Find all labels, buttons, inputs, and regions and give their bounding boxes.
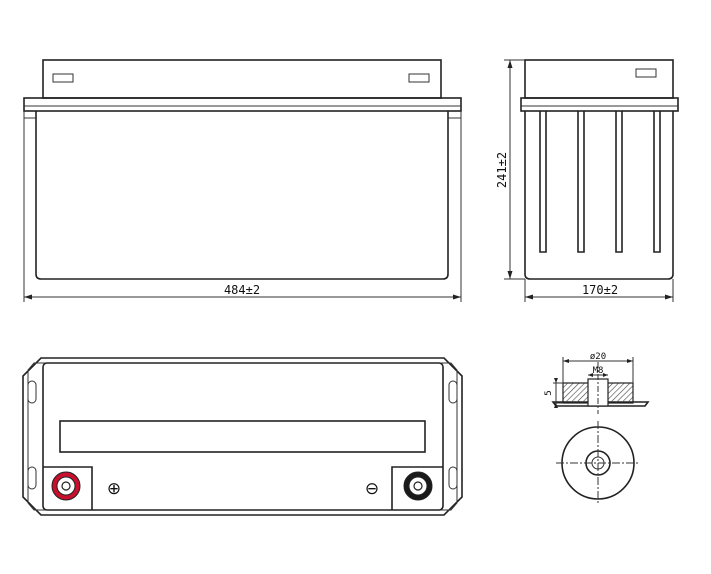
length-label: 484±2 — [224, 283, 260, 297]
positive-terminal — [51, 471, 81, 501]
positive-symbol: ⊕ — [107, 479, 121, 499]
terminal-section-detail: ø20 M8 5 — [544, 352, 650, 414]
negative-terminal — [403, 471, 433, 501]
terminal-thread-label: M8 — [593, 366, 604, 376]
top-view — [22, 357, 463, 516]
width-label: 170±2 — [582, 283, 618, 297]
height-label: 241±2 — [495, 152, 509, 188]
length-dimension: 484±2 — [23, 282, 462, 302]
side-view — [520, 59, 679, 280]
height-dimension: 241±2 — [495, 59, 525, 280]
width-dimension: 170±2 — [524, 279, 674, 302]
terminal-diameter-label: ø20 — [590, 352, 606, 362]
front-view — [23, 59, 462, 282]
terminal-depth-label: 5 — [544, 390, 554, 395]
negative-symbol: ⊖ — [365, 479, 379, 499]
terminal-top-detail — [556, 421, 640, 505]
